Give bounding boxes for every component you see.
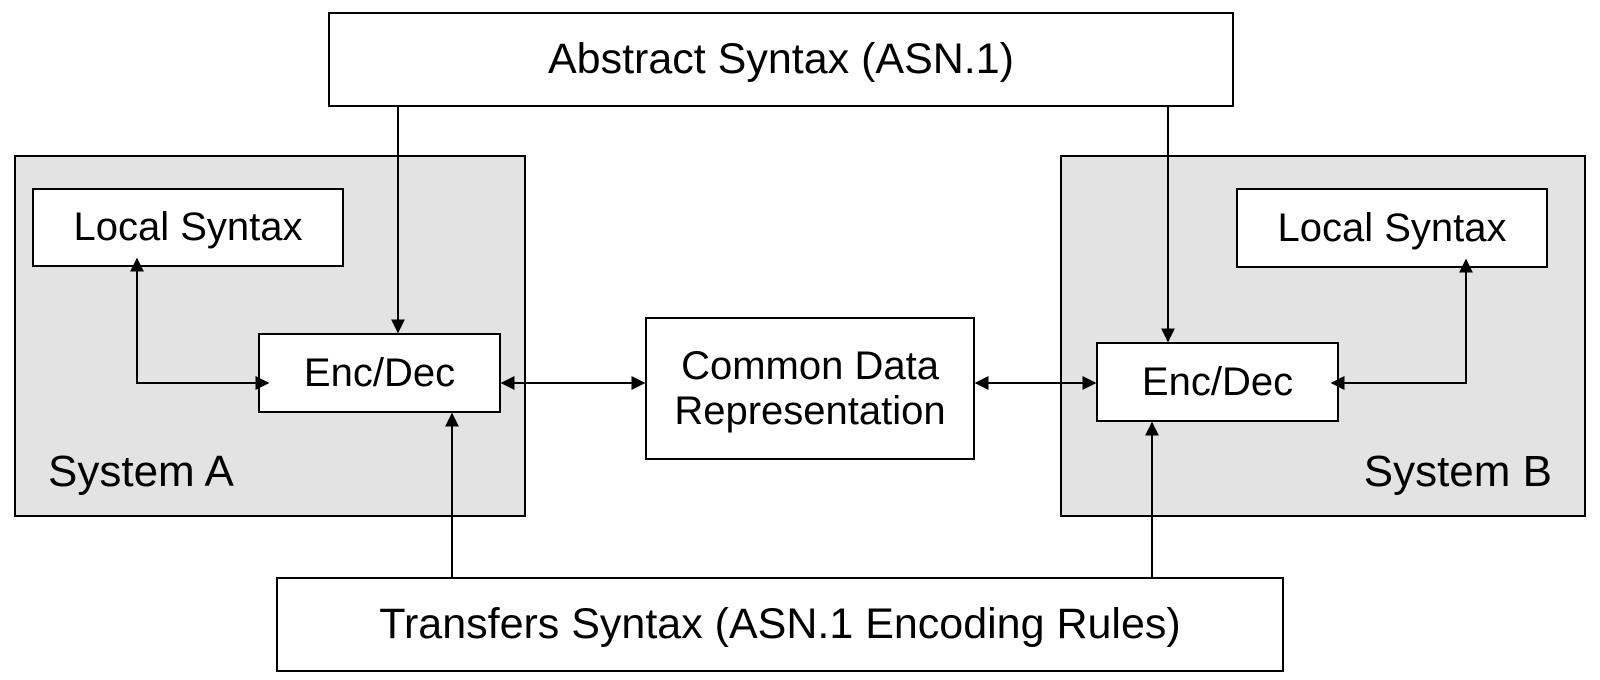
system-a-local-syntax-label: Local Syntax — [73, 205, 303, 250]
system-b-local-syntax-box: Local Syntax — [1236, 188, 1548, 268]
system-b-enc-dec-label: Enc/Dec — [1141, 359, 1294, 404]
system-a-enc-dec-box: Enc/Dec — [258, 333, 501, 413]
common-data-representation-box: Common Data Representation — [645, 317, 975, 460]
system-a-local-syntax-box: Local Syntax — [32, 188, 344, 267]
system-a-label: System A — [48, 447, 234, 496]
abstract-syntax-label: Abstract Syntax (ASN.1) — [548, 35, 1014, 84]
common-data-line-1: Common Data — [681, 343, 939, 388]
abstract-syntax-box: Abstract Syntax (ASN.1) — [328, 12, 1234, 107]
system-b-label: System B — [1363, 447, 1552, 496]
system-b-enc-dec-box: Enc/Dec — [1096, 342, 1339, 422]
transfer-syntax-box: Transfers Syntax (ASN.1 Encoding Rules) — [276, 577, 1284, 672]
system-a-enc-dec-label: Enc/Dec — [303, 350, 456, 395]
transfer-syntax-label: Transfers Syntax (ASN.1 Encoding Rules) — [379, 600, 1181, 649]
common-data-line-2: Representation — [674, 388, 946, 433]
system-b-local-syntax-label: Local Syntax — [1277, 205, 1507, 250]
